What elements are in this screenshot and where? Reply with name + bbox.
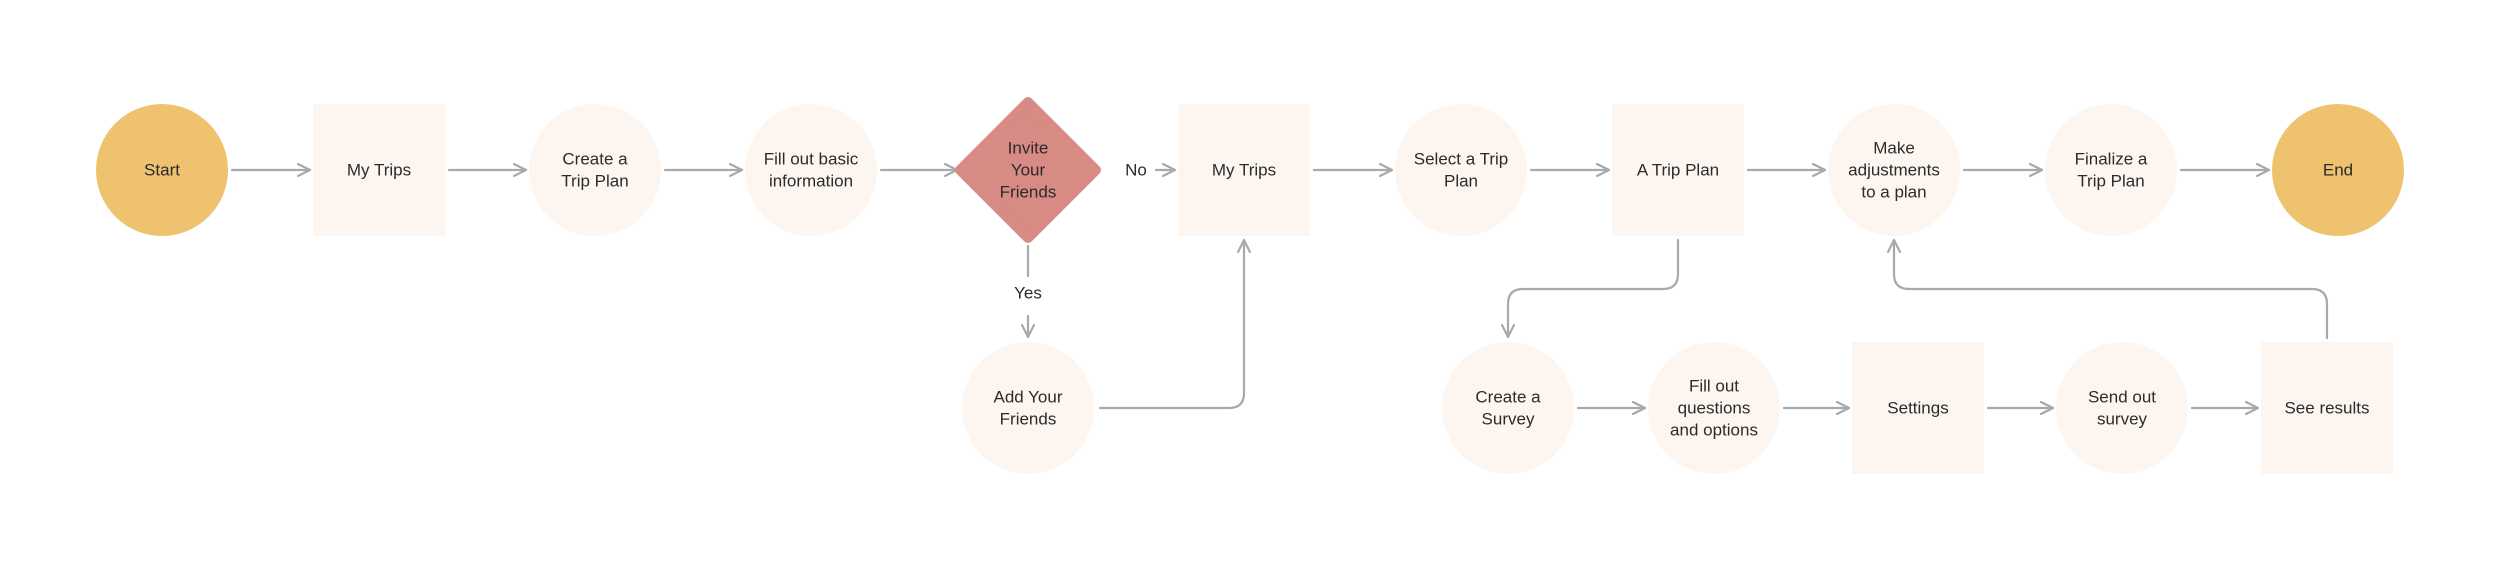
node-label: Create a (562, 150, 628, 169)
node-label: My Trips (1212, 161, 1276, 180)
node-circle-shape (1828, 104, 1960, 236)
node-circle-shape (2045, 104, 2177, 236)
node-label: Start (144, 161, 180, 180)
node-circle-shape (1395, 104, 1527, 236)
node-circle-shape (529, 104, 661, 236)
node-square-shape (1852, 342, 1984, 474)
node-label: Trip Plan (2077, 172, 2144, 191)
node-create-trip-plan: Create a Trip Plan (529, 104, 661, 236)
node-circle-shape (1442, 342, 1574, 474)
node-my-trips-1: My Trips (313, 104, 445, 236)
node-diamond-shape (955, 97, 1101, 243)
edge-label-yes: Yes (1014, 284, 1042, 303)
node-label: Your (1011, 161, 1046, 180)
node-label: Plan (1444, 172, 1478, 191)
node-circle-shape (96, 104, 228, 236)
node-circle-shape (2056, 342, 2188, 474)
node-label: Make (1873, 139, 1915, 158)
node-a-trip-plan: A Trip Plan (1612, 104, 1744, 236)
node-label: questions (1678, 399, 1751, 418)
node-create-survey: Create a Survey (1442, 342, 1574, 474)
node-label: information (769, 172, 853, 191)
node-label: My Trips (347, 161, 411, 180)
node-label: Fill out basic (764, 150, 859, 169)
connector-add-friends-to-my-trips-2 (1098, 238, 1244, 410)
node-label: adjustments (1848, 161, 1940, 180)
node-settings: Settings (1852, 342, 1984, 474)
node-see-results: See results (2261, 342, 2393, 474)
node-square-shape (1178, 104, 1310, 236)
node-label: See results (2284, 399, 2369, 418)
connector-a-trip-plan-to-create-survey (1508, 238, 1680, 339)
node-label: Trip Plan (561, 172, 628, 191)
node-label: Friends (1000, 183, 1057, 202)
node-square-shape (313, 104, 445, 236)
node-my-trips-2: My Trips (1178, 104, 1310, 236)
node-square-shape (2261, 342, 2393, 474)
node-label: Add Your (993, 388, 1062, 407)
node-label: Create a (1475, 388, 1541, 407)
node-label: Send out (2088, 388, 2156, 407)
node-label: Settings (1887, 399, 1948, 418)
node-label: to a plan (1861, 183, 1926, 202)
node-fill-questions: Fill out questions and options (1648, 342, 1780, 474)
node-label: Survey (1482, 410, 1535, 429)
node-circle-shape (1648, 342, 1780, 474)
node-label: End (2323, 161, 2353, 180)
node-end: End (2272, 104, 2404, 236)
node-send-survey: Send out survey (2056, 342, 2188, 474)
node-label: Select a Trip (1414, 150, 1509, 169)
node-make-adjustments: Make adjustments to a plan (1828, 104, 1960, 236)
node-circle-shape (745, 104, 877, 236)
node-label: Invite (1008, 139, 1049, 158)
connector-see-results-to-make-adjustments (1894, 238, 2329, 340)
node-circle-shape (962, 342, 1094, 474)
node-label: survey (2097, 410, 2148, 429)
node-start: Start (96, 104, 228, 236)
node-label: A Trip Plan (1637, 161, 1719, 180)
edge-label-no: No (1125, 161, 1147, 180)
node-fill-basic-info: Fill out basic information (745, 104, 877, 236)
node-label: Fill out (1689, 377, 1739, 396)
node-square-shape (1612, 104, 1744, 236)
node-finalize-trip-plan: Finalize a Trip Plan (2045, 104, 2177, 236)
node-label: and options (1670, 421, 1758, 440)
node-label: Finalize a (2075, 150, 2148, 169)
node-circle-shape (2272, 104, 2404, 236)
node-label: Friends (1000, 410, 1057, 429)
